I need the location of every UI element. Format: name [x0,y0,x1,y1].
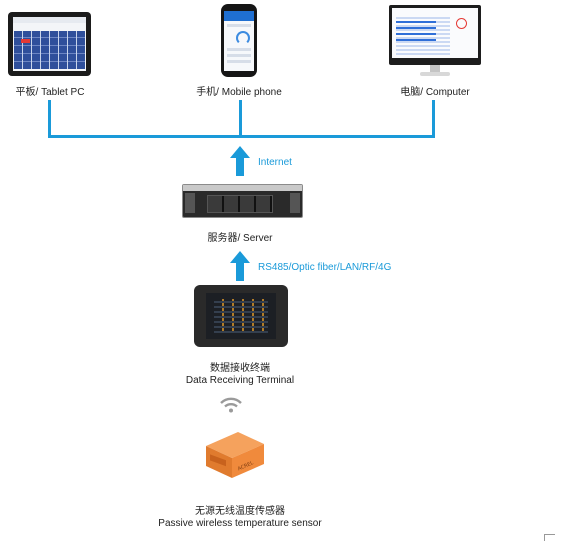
arrow-up-icon [230,146,250,176]
phone-icon [221,4,257,77]
sensor-label-cn: 无源无线温度传感器 [195,506,285,517]
computer-icon [389,5,481,65]
phone-connector-line [239,100,242,138]
tablet-label: 平板/ Tablet PC [15,87,85,98]
terminal-label-en: Data Receiving Terminal [185,375,295,386]
wifi-icon [220,397,242,413]
internet-label: Internet [258,157,292,168]
sensor-label-en: Passive wireless temperature sensor [158,518,322,529]
sensor-icon: ACREL [206,432,264,478]
terminal-icon [194,285,288,347]
computer-connector-line [432,100,435,138]
page-corner-mark [544,534,555,541]
monitor-stand [430,65,440,72]
server-icon [182,184,303,218]
comm-label: RS485/Optic fiber/LAN/RF/4G [258,262,392,273]
terminal-label-cn: 数据接收终端 [210,363,270,374]
tablet-icon [8,12,91,76]
phone-label: 手机/ Mobile phone [196,87,282,98]
monitor-base [420,72,450,76]
tablet-connector-line [48,100,51,138]
server-label: 服务器/ Server [207,233,273,244]
computer-label: 电脑/ Computer [400,87,470,98]
bus-line [48,135,435,138]
arrow-up-icon [230,251,250,281]
